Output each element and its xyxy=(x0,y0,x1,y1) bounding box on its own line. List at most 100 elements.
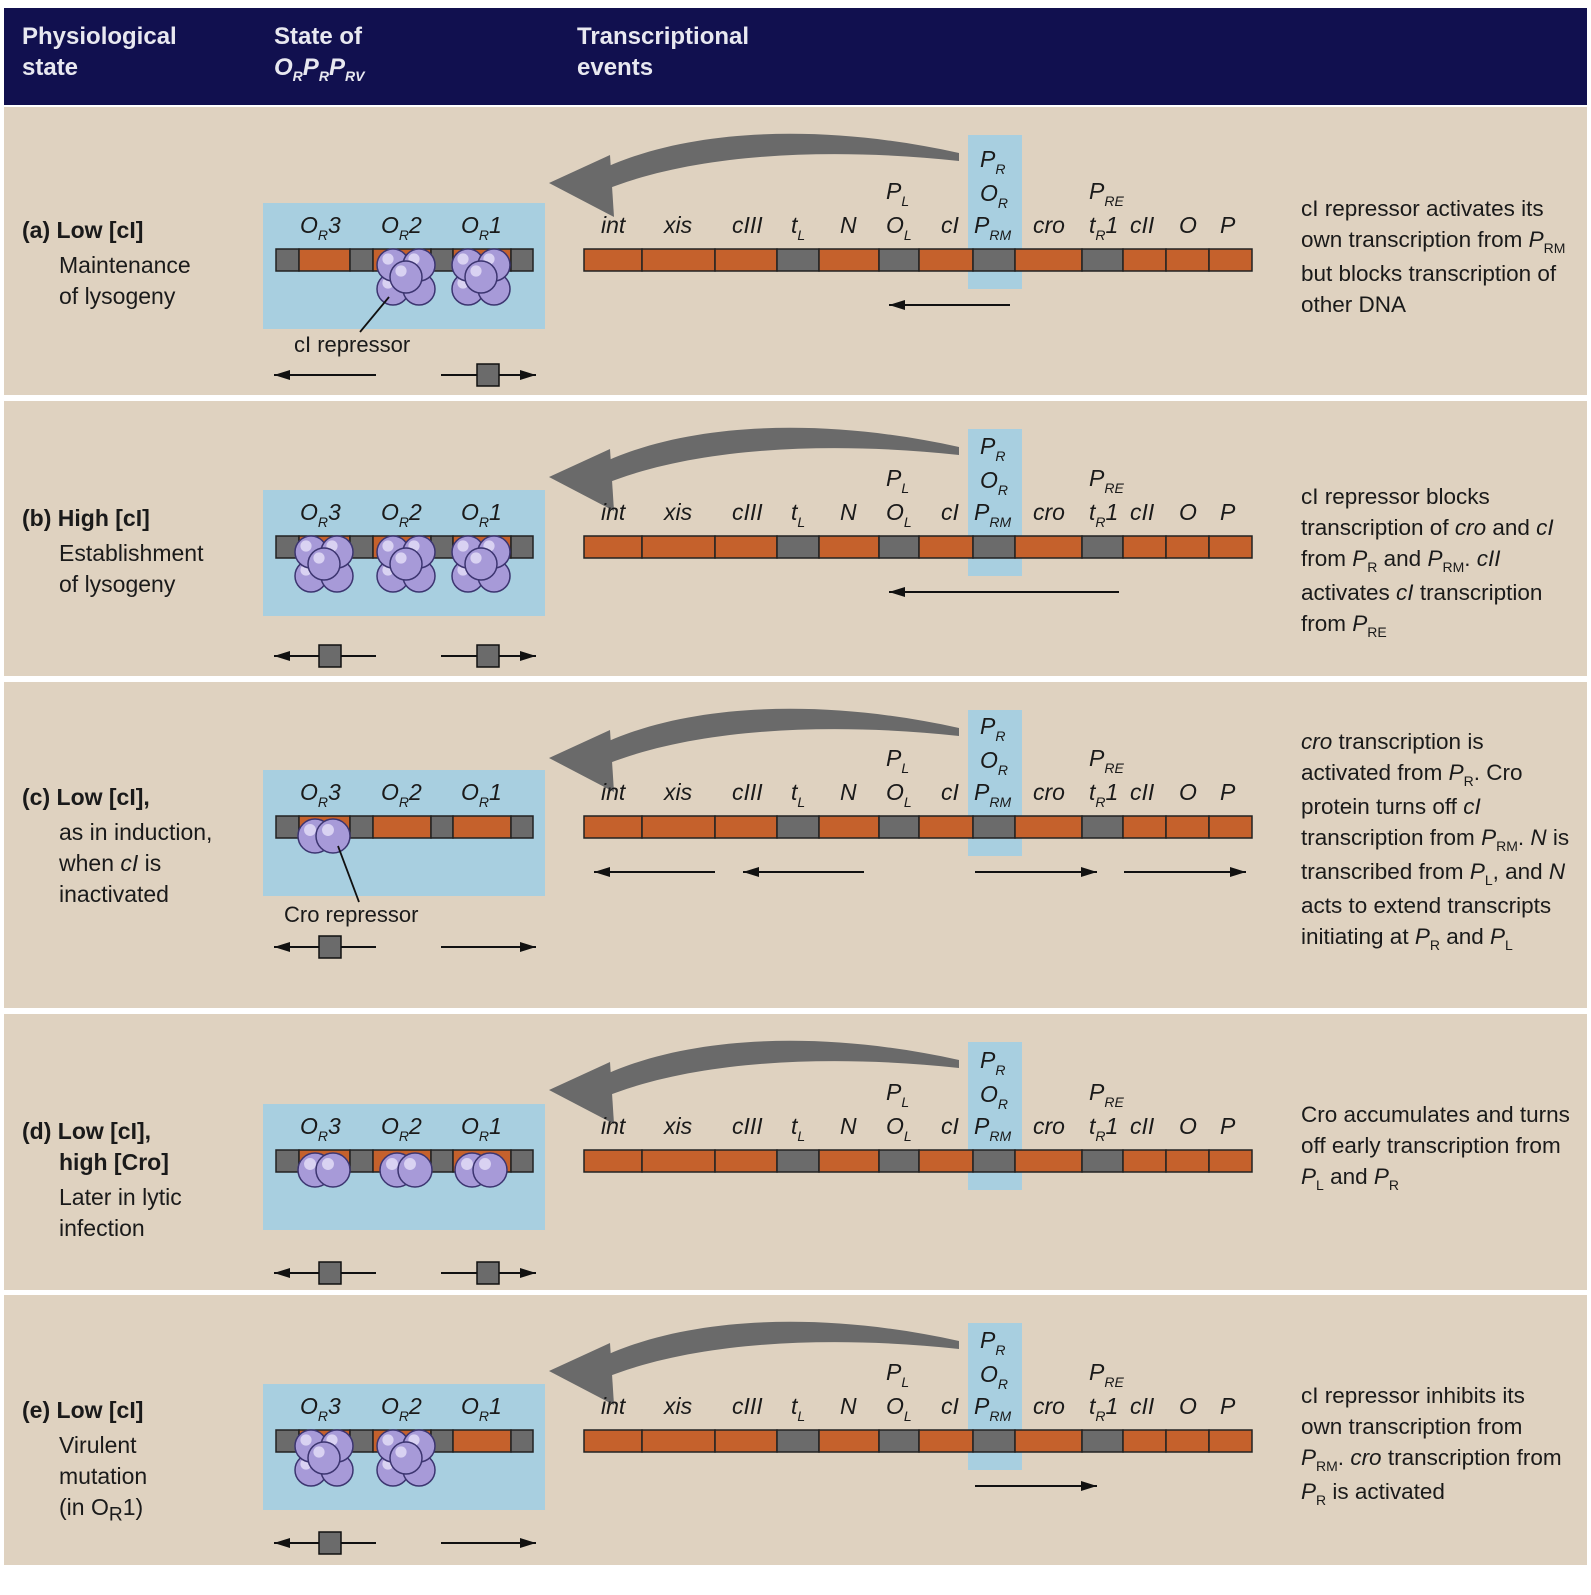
operator-dna-segment-4 xyxy=(430,1149,454,1173)
gene-segment-5 xyxy=(878,1429,920,1453)
gene-label-cro: cro xyxy=(1033,1113,1065,1139)
operator-transcript-arrow-0-head xyxy=(274,370,290,380)
operator-transcript-arrow-1-head xyxy=(520,651,536,661)
gene-label-cIII: cIII xyxy=(732,499,763,525)
protein-0-shine-1 xyxy=(322,824,334,836)
protein-2-subunit-4 xyxy=(464,547,498,581)
operator-label-3: OR3 xyxy=(300,212,341,243)
header-physiological-line2: state xyxy=(22,54,79,81)
state-bold: Low [cI] xyxy=(56,1397,144,1423)
gene-label-cro: cro xyxy=(1033,212,1065,238)
gene-label-PRM: PRM xyxy=(974,1113,1011,1144)
gene-label-N: N xyxy=(840,1393,857,1419)
panel-a-description: cI repressor activates its own transcrip… xyxy=(1301,196,1566,317)
gene-segment-4 xyxy=(818,815,880,839)
gene-segment-12 xyxy=(1208,535,1253,559)
operator-label-1: OR1 xyxy=(461,1113,502,1144)
gene-label-cI: cI xyxy=(941,1113,960,1139)
gene-segment-8 xyxy=(1014,535,1083,559)
curved-arrow-body xyxy=(594,1321,959,1379)
gene-label-OL: OL xyxy=(886,1113,912,1144)
gene-segment-4 xyxy=(818,1429,880,1453)
operator-label-3: OR3 xyxy=(300,779,341,810)
gene-label-tR1: tR1 xyxy=(1089,1393,1118,1424)
gene-label-int: int xyxy=(601,1393,627,1419)
state-bold: High [cI] xyxy=(57,505,150,531)
gene-label-OL: OL xyxy=(886,212,912,243)
protein-1-subunit-4 xyxy=(389,1441,423,1475)
transcript-arrow-0-head xyxy=(1081,1481,1097,1491)
state-line: infection xyxy=(59,1215,145,1241)
gene-segment-4 xyxy=(818,1149,880,1173)
gene-label-cro: cro xyxy=(1033,779,1065,805)
protein-pointer xyxy=(337,845,360,903)
protein-2-subunit-1 xyxy=(472,1152,508,1188)
state-line: of lysogeny xyxy=(59,283,176,309)
gene-label-OR: OR xyxy=(980,747,1008,778)
panel-b-description: cI repressor blocks transcription of cro… xyxy=(1301,484,1554,640)
gene-segment-6 xyxy=(918,248,974,272)
protein-1-shine-4 xyxy=(395,552,407,564)
transcript-arrow-1-head xyxy=(743,867,759,877)
gene-label-PL: PL xyxy=(886,1079,909,1110)
state-line: Later in lytic xyxy=(59,1184,182,1210)
curved-arrow-head xyxy=(549,1343,614,1405)
protein-2-shine-0 xyxy=(461,1158,473,1170)
gene-label-OR: OR xyxy=(980,1081,1008,1112)
gene-label-O: O xyxy=(1179,212,1197,238)
gene-segment-2 xyxy=(714,535,778,559)
gene-label-P: P xyxy=(1220,779,1236,805)
gene-label-tR1: tR1 xyxy=(1089,499,1118,530)
protein-0-shine-0 xyxy=(304,1158,316,1170)
state-line: Virulent xyxy=(59,1432,137,1458)
operator-transcript-arrow-0-head xyxy=(274,1538,290,1548)
gene-segment-0 xyxy=(583,1149,643,1173)
protein-0 xyxy=(297,1152,351,1188)
operator-dna-segment-0 xyxy=(275,815,300,839)
gene-label-int: int xyxy=(601,779,627,805)
gene-segment-11 xyxy=(1165,815,1210,839)
operator-dna-segment-6 xyxy=(510,1429,534,1453)
protein-1-subunit-1 xyxy=(397,1152,433,1188)
gene-label-tR1: tR1 xyxy=(1089,212,1118,243)
protein-1-shine-2 xyxy=(457,253,469,265)
header-state-line1: State of xyxy=(274,23,363,50)
gene-segment-2 xyxy=(714,248,778,272)
gene-label-O: O xyxy=(1179,1393,1197,1419)
curved-arrow-body xyxy=(594,1040,959,1098)
operator-label-2: OR2 xyxy=(381,499,422,530)
protein-1-shine-0 xyxy=(386,1158,398,1170)
operator-transcript-arrow-0-head xyxy=(274,651,290,661)
gene-segment-10 xyxy=(1122,248,1167,272)
operator-dna-segment-0 xyxy=(275,1149,300,1173)
protein-0-subunit-4 xyxy=(307,1441,341,1475)
gene-segment-1 xyxy=(641,248,716,272)
gene-label-int: int xyxy=(601,499,627,525)
state-line: Maintenance xyxy=(59,252,191,278)
state-line: when cI is xyxy=(59,850,162,876)
operator-dna-segment-5 xyxy=(452,1429,512,1453)
gene-label-PL: PL xyxy=(886,178,909,209)
gene-label-N: N xyxy=(840,499,857,525)
gene-segment-4 xyxy=(818,535,880,559)
gene-label-OR: OR xyxy=(980,180,1008,211)
protein-0-shine-1 xyxy=(322,1158,334,1170)
gene-label-tL: tL xyxy=(791,1393,805,1424)
header-transcriptional-line1: Transcriptional xyxy=(577,23,750,50)
operator-transcript-arrow-1-head xyxy=(520,942,536,952)
operator-dna-segment-6 xyxy=(510,815,534,839)
gene-label-cI: cI xyxy=(941,779,960,805)
transcript-arrow-2-head xyxy=(1081,867,1097,877)
gene-segment-12 xyxy=(1208,1149,1253,1173)
gene-segment-12 xyxy=(1208,815,1253,839)
state-bold: Low [cI] xyxy=(56,217,144,243)
header-state-of-operator: State of ORPRPRV xyxy=(274,21,364,86)
protein-1-shine-4 xyxy=(395,1446,407,1458)
gene-label-cIII: cIII xyxy=(732,1393,763,1419)
protein-1-subunit-4 xyxy=(389,547,423,581)
protein-2 xyxy=(451,535,511,593)
